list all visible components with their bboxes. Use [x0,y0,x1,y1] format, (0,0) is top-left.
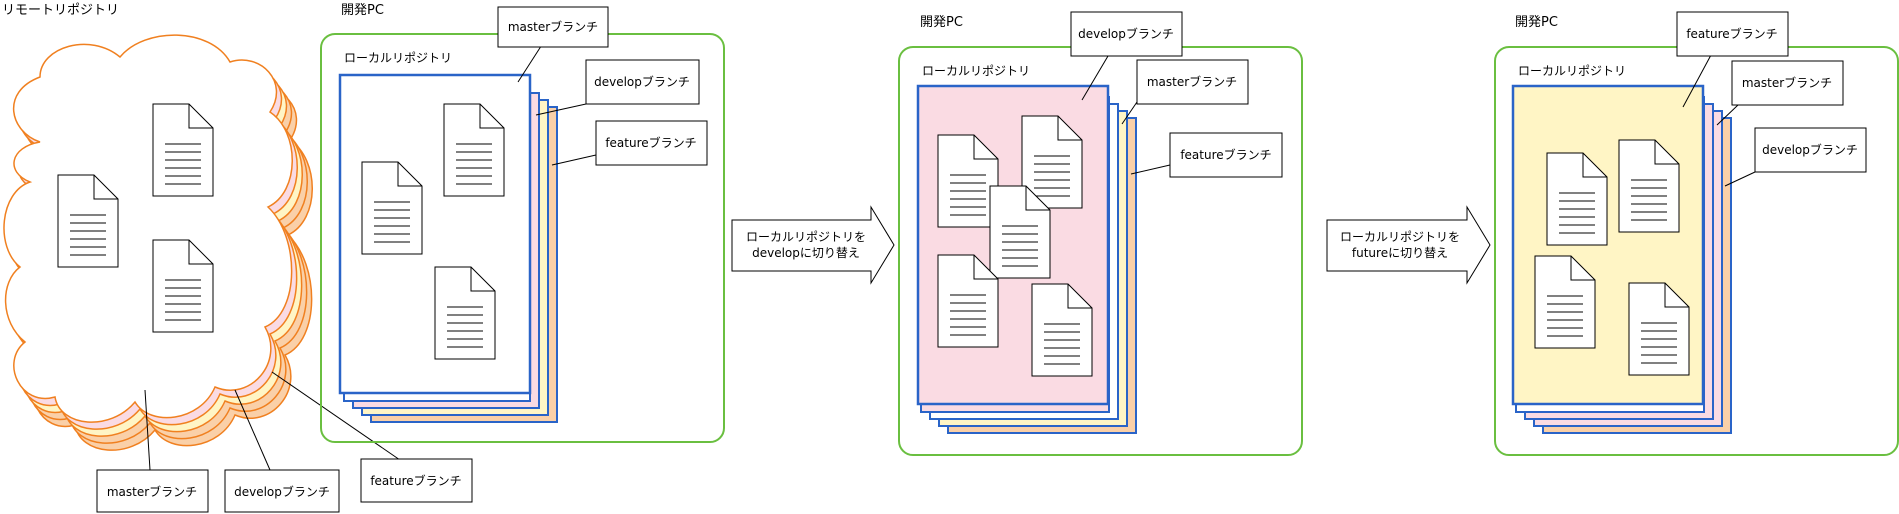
pc3-develop-label: developブランチ [1754,127,1867,173]
remote-repo-title: リモートリポジトリ [2,3,119,18]
callout-line [1130,164,1171,175]
svg-text:featureブランチ: featureブランチ [370,473,461,488]
pc2-feature-label: featureブランチ [1169,132,1283,178]
svg-text:featureブランチ: featureブランチ [605,135,696,150]
remote-develop-label: developブランチ [224,469,340,513]
pc1-master-label: masterブランチ [497,6,609,48]
pc1-feature-label: featureブランチ [595,120,708,166]
pc-title: 開発PC [341,3,384,18]
switch-arrow: ローカルリポジトリを futureに切り替え [1326,205,1491,285]
local-repo-label: ローカルリポジトリ [344,51,452,65]
callout-line [1724,171,1756,187]
pc1-develop-label: developブランチ [585,59,700,105]
callout-line [271,371,401,461]
callout-line [1682,54,1712,108]
pc-title: 開発PC [920,15,963,30]
svg-text:masterブランチ: masterブランチ [107,484,197,499]
callout-line [144,389,151,471]
callout-line [234,389,271,471]
local-repo-label: ローカルリポジトリ [922,64,1030,78]
pc3-feature-label: featureブランチ [1676,11,1789,57]
svg-text:masterブランチ: masterブランチ [1147,74,1237,89]
svg-text:developに切り替え: developに切り替え [752,246,860,260]
pc-title: 開発PC [1515,15,1558,30]
pc2-develop-label: developブランチ [1070,11,1183,57]
svg-text:featureブランチ: featureブランチ [1180,147,1271,162]
callout-line [1716,104,1739,126]
svg-text:futureに切り替え: futureに切り替え [1352,246,1448,260]
svg-text:ローカルリポジトリを: ローカルリポジトリを [1340,230,1460,244]
svg-text:masterブランチ: masterブランチ [1742,75,1832,90]
svg-text:developブランチ: developブランチ [594,74,690,89]
svg-text:featureブランチ: featureブランチ [1686,26,1777,41]
callout-line [535,103,587,116]
pc3-master-label: masterブランチ [1731,60,1844,106]
callout-line [551,154,597,166]
callout-line [1121,101,1138,125]
svg-text:developブランチ: developブランチ [1762,142,1858,157]
svg-text:developブランチ: developブランチ [234,484,330,499]
remote-feature-label: featureブランチ [360,458,473,503]
svg-text:ローカルリポジトリを: ローカルリポジトリを [746,230,866,244]
svg-text:developブランチ: developブランチ [1078,26,1174,41]
switch-arrow: ローカルリポジトリを developに切り替え [731,205,895,285]
callout-line [1081,55,1109,101]
svg-text:masterブランチ: masterブランチ [508,19,598,34]
remote-master-label: masterブランチ [96,469,209,513]
local-repo-label: ローカルリポジトリ [1518,64,1626,78]
pc2-master-label: masterブランチ [1136,59,1249,105]
